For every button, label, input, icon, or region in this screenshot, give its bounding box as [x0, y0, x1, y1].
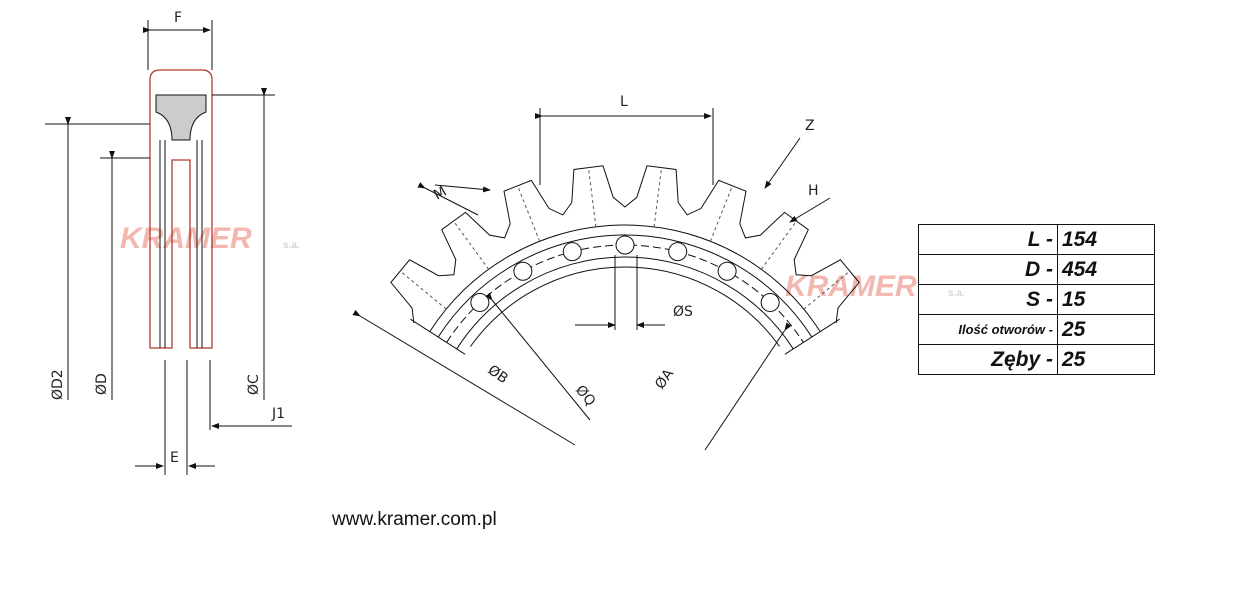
- bolt-hole: [668, 242, 688, 262]
- tooth-centerline: [709, 185, 733, 242]
- bolt-hole: [615, 235, 635, 255]
- watermark-suffix: s.a.: [283, 240, 300, 251]
- bolt-hole: [717, 261, 737, 281]
- tooth-centerline: [517, 185, 541, 242]
- website-link[interactable]: www.kramer.com.pl: [332, 509, 497, 530]
- spec-key: S -: [918, 284, 1058, 315]
- table-row: Ilość otworów -25: [918, 314, 1155, 345]
- label-H: H: [808, 183, 819, 199]
- label-F: F: [174, 10, 182, 26]
- table-row: Zęby -25: [918, 344, 1155, 375]
- rim-arc: [437, 234, 813, 338]
- spec-key: Zęby -: [918, 344, 1058, 375]
- hub-fill: [155, 94, 207, 141]
- label-C: ØC: [246, 374, 262, 395]
- tooth-centerline: [452, 220, 490, 270]
- spec-value: 15: [1057, 284, 1155, 315]
- front-view: [390, 165, 860, 355]
- tooth-profile: [390, 165, 860, 324]
- label-Q: ØQ: [572, 382, 598, 409]
- label-A: ØA: [652, 366, 677, 392]
- bolt-hole: [760, 292, 780, 312]
- ring-inner-arc: [456, 256, 794, 350]
- label-D: ØD: [94, 373, 110, 395]
- label-L: L: [620, 94, 628, 110]
- watermark-brand: KRAMER: [120, 222, 252, 255]
- table-row: L -154: [918, 224, 1155, 255]
- label-E: E: [170, 450, 179, 466]
- spec-key: Ilość otworów -: [918, 314, 1058, 345]
- spec-value: 154: [1057, 224, 1155, 255]
- tooth-centerline: [587, 167, 597, 227]
- bolt-circle-arc: [446, 244, 804, 343]
- label-S: ØS: [673, 304, 693, 320]
- tooth-centerline: [803, 270, 851, 310]
- front-dimensions: [352, 108, 831, 451]
- table-row: D -454: [918, 254, 1155, 285]
- bolt-hole: [513, 261, 533, 281]
- spec-value: 454: [1057, 254, 1155, 285]
- rim-outer-arc: [429, 224, 821, 332]
- bolt-hole: [562, 242, 582, 262]
- tooth-centerline: [399, 270, 447, 310]
- spec-key: D -: [918, 254, 1058, 285]
- tooth-centerline: [760, 220, 798, 270]
- tooth-centerline: [653, 167, 663, 227]
- segment-end-line: [410, 318, 466, 355]
- spec-value: 25: [1057, 344, 1155, 375]
- ring-bottom-arc: [470, 266, 780, 347]
- label-Z: Z: [805, 118, 815, 134]
- side-profile-outline: [149, 69, 213, 349]
- table-row: S -15: [918, 284, 1155, 315]
- label-D2: ØD2: [50, 369, 66, 400]
- spec-key: L -: [918, 224, 1058, 255]
- side-view: [45, 20, 292, 475]
- segment-end-line: [784, 318, 840, 355]
- label-B: ØB: [485, 362, 511, 387]
- label-J1: J1: [271, 406, 285, 422]
- svg-text:KRAMER: KRAMER: [120, 222, 252, 255]
- watermark-left: KRAMER s.a.: [120, 222, 300, 255]
- bolt-hole: [470, 292, 490, 312]
- spec-table: L -154 D -454 S -15 Ilość otworów -25 Zę…: [918, 224, 1155, 375]
- spec-value: 25: [1057, 314, 1155, 345]
